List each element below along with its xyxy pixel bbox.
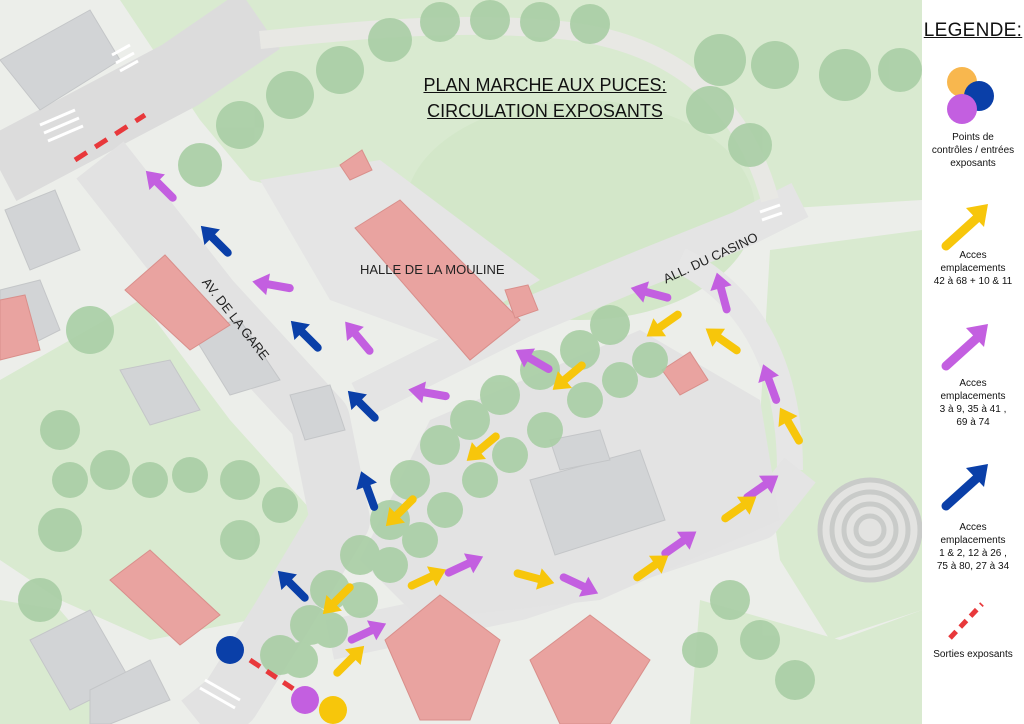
legend-panel: LEGENDE: Points de contrôles / entrées e… xyxy=(922,0,1024,724)
event-map: PLAN MARCHE AUX PUCES: CIRCULATION EXPOS… xyxy=(0,0,922,724)
exit-line-north xyxy=(73,112,147,163)
map-title-line2: CIRCULATION EXPOSANTS xyxy=(427,101,663,121)
map-title-line1: PLAN MARCHE AUX PUCES: xyxy=(423,75,667,95)
legend-title: LEGENDE: xyxy=(923,20,1023,41)
yellow-arrow-icon xyxy=(941,204,988,251)
control-point-purple xyxy=(291,686,319,714)
control-point-blue xyxy=(216,636,244,664)
map-canvas xyxy=(0,0,922,724)
map-title: PLAN MARCHE AUX PUCES: CIRCULATION EXPOS… xyxy=(395,72,695,124)
roundabout-fountain xyxy=(817,477,922,583)
control-points-icon xyxy=(947,67,994,124)
legend-text-blue: Acces emplacements 1 & 2, 12 à 26 , 75 à… xyxy=(936,522,1010,572)
label-halle-mouline: HALLE DE LA MOULINE xyxy=(360,262,505,277)
legend-text-yellow: Acces emplacements 42 à 68 + 10 & 11 xyxy=(933,250,1013,287)
purple-arrow-icon xyxy=(941,324,988,371)
crosswalks xyxy=(39,43,783,710)
legend-text-control-points: Points de contrôles / entrées exposants xyxy=(931,132,1015,169)
control-point-yellow xyxy=(319,696,347,724)
exit-line-icon xyxy=(948,602,984,640)
exit-line-south xyxy=(248,657,297,693)
legend-text-exits: Sorties exposants xyxy=(933,649,1013,660)
red-roof-buildings xyxy=(0,149,709,724)
legend-text-purple: Acces emplacements 3 à 9, 35 à 41 , 69 à… xyxy=(939,378,1007,428)
blue-arrow-icon xyxy=(941,464,988,511)
